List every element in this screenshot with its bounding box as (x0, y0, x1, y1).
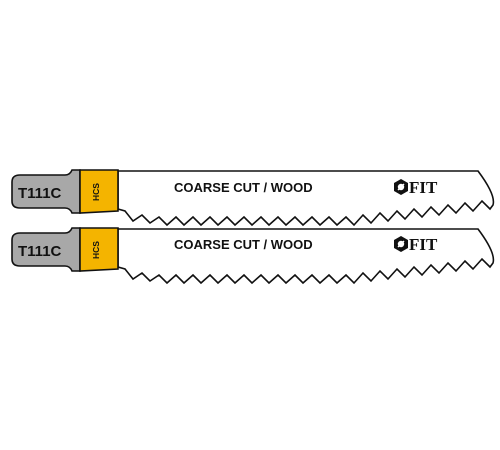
blade-collar (79, 169, 119, 214)
brand-name-text: FIT (409, 178, 438, 197)
blade-code-text: T111C (18, 185, 62, 202)
blade-label-text: COARSE CUT / WOOD (174, 237, 313, 252)
brand-logo: FIT (394, 235, 438, 254)
blade-material-text: HCS (91, 183, 101, 201)
blade-collar (79, 227, 119, 272)
brand-logo: FIT (394, 178, 438, 197)
blade-code-text: T111C (18, 243, 62, 260)
hex-nut-logo-icon (394, 179, 408, 195)
jigsaw-blade-2: T111C HCS COARSE CUT / WOOD FIT (11, 227, 495, 285)
blade-label-text: COARSE CUT / WOOD (174, 180, 313, 195)
brand-name-text: FIT (409, 235, 438, 254)
blade-material-text: HCS (91, 241, 101, 259)
jigsaw-blade-1: T111C HCS COARSE CUT / WOOD FIT (11, 169, 495, 227)
hex-nut-logo-icon (394, 236, 408, 252)
